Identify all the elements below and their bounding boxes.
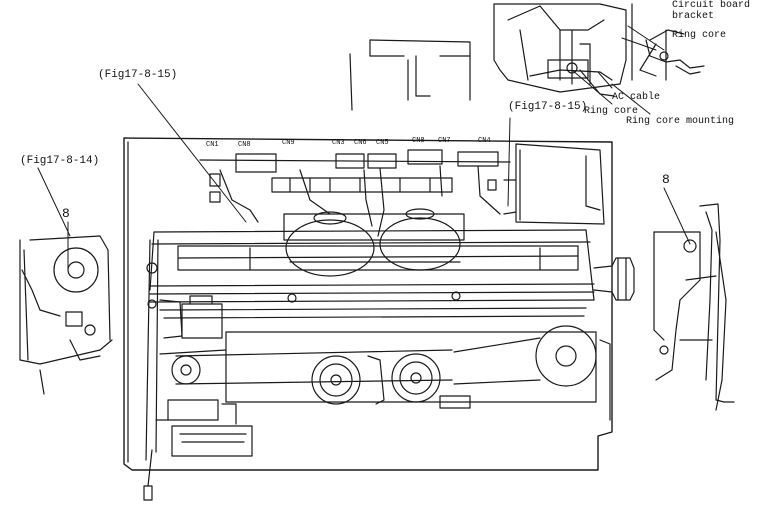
connector-label: CN6: [354, 139, 367, 147]
power-board-box: [503, 143, 605, 225]
label-fig17-8-15-top: (Fig17-8-15): [98, 69, 178, 81]
connector-label: CN7: [438, 137, 451, 145]
inset-left: [19, 235, 113, 395]
label-fig17-8-14: (Fig17-8-14): [20, 155, 100, 167]
label-ring-core-top: Ring core: [672, 30, 727, 41]
connector-label: CN4: [478, 137, 491, 145]
carriage-rails: [149, 229, 635, 319]
label-fig17-8-15-right: (Fig17-8-15): [508, 101, 588, 113]
label-circuit-board: Circuit board: [672, 0, 751, 11]
connector-label: CN3: [332, 139, 345, 147]
callout-8-right: 8: [662, 172, 670, 187]
connector-harness: [199, 149, 511, 237]
callout-8-left: 8: [62, 206, 70, 221]
transformer-assembly: [283, 208, 465, 277]
chassis-plate: [123, 137, 613, 471]
lower-mechanism: [159, 325, 611, 421]
label-ring-core-mid: Ring core: [584, 106, 639, 117]
leader-lines: [37, 25, 691, 271]
connector-label: CN8: [238, 141, 251, 149]
connector-label: CN9: [282, 139, 295, 147]
inset-top-center: [349, 39, 471, 111]
bottom-left-block: [143, 399, 253, 501]
inset-right: [653, 203, 735, 411]
label-bracket: bracket: [672, 11, 715, 22]
connector-label: CN5: [376, 139, 389, 147]
connector-label: CN1: [206, 141, 219, 149]
connector-label: CN8: [412, 137, 425, 145]
label-ac-cable: AC cable: [612, 92, 661, 103]
label-ring-core-mounting: Ring core mounting: [626, 116, 735, 127]
left-frame: [145, 239, 223, 461]
